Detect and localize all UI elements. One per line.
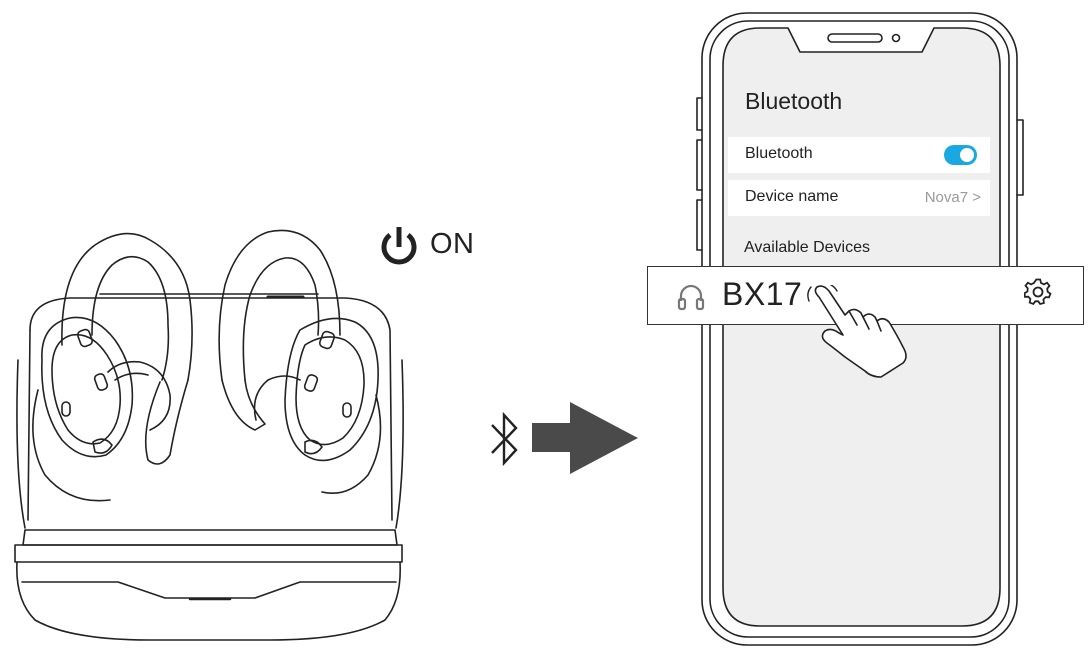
bluetooth-setting-label: Bluetooth	[745, 145, 813, 162]
headphones-icon	[677, 284, 705, 311]
available-devices-label: Available Devices	[744, 239, 870, 256]
power-icon	[381, 227, 417, 265]
device-name-row[interactable]: Device name Nova7 >	[728, 180, 990, 216]
power-on-label: ON	[430, 228, 475, 260]
gear-icon[interactable]	[1024, 278, 1052, 306]
bluetooth-setting-row[interactable]: Bluetooth	[728, 137, 990, 173]
charging-case-illustration	[14, 293, 404, 641]
toggle-knob	[960, 148, 974, 162]
bluetooth-toggle[interactable]	[944, 145, 977, 165]
left-earbud-illustration	[32, 232, 193, 502]
right-earbud-illustration	[218, 229, 382, 494]
pointing-hand-icon	[807, 285, 907, 378]
bluetooth-screen-title: Bluetooth	[745, 88, 843, 114]
device-name-label: Device name	[745, 188, 839, 205]
arrow-right-graphic	[532, 402, 638, 474]
bluetooth-icon	[491, 411, 518, 467]
device-name-value: Nova7 >	[924, 189, 981, 206]
device-name-bx17: BX17	[722, 276, 803, 312]
